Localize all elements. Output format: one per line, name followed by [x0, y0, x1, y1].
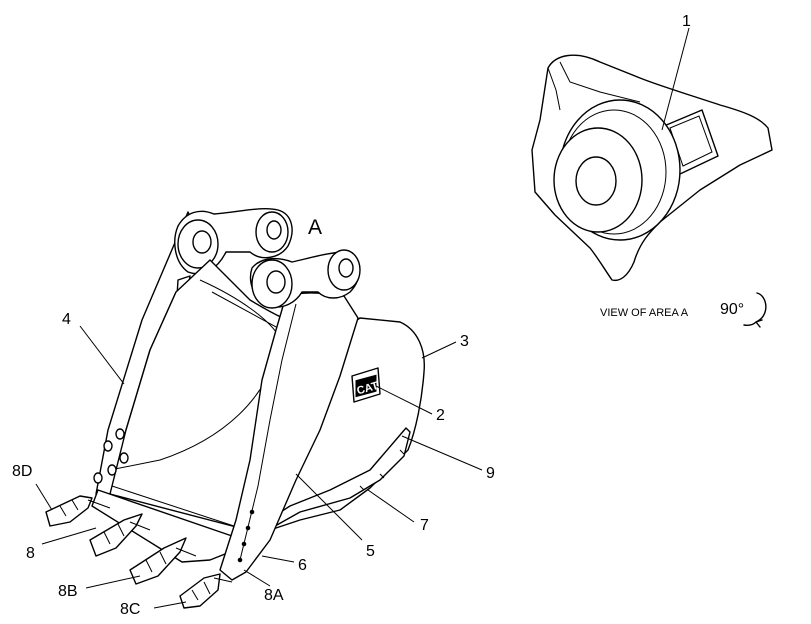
detail-housing-face: [547, 61, 641, 111]
right-side-plate: [219, 292, 359, 581]
callout-8: 8: [26, 545, 35, 562]
tooth-adapter: [87, 499, 233, 583]
callout-leader-4: [79, 325, 125, 385]
tooth-8d: [45, 495, 93, 527]
callout-leader-8a: [243, 569, 271, 587]
callout-7: 7: [420, 517, 429, 534]
callout-8b: 8B: [58, 583, 78, 600]
callout-3: 3: [460, 333, 469, 350]
cat-logo-text: CAT: [356, 380, 381, 398]
callout-4: 4: [62, 311, 71, 328]
callouts: A 2 3 4 5 6 7 8 9 8A 8B 8C 8D: [12, 216, 495, 618]
rotate-arrow-icon: [743, 292, 767, 328]
right-plate-pin: [249, 509, 255, 515]
callout-leader-7: [367, 489, 415, 523]
bucket-teeth: [45, 495, 233, 609]
left-rear-hole: [266, 220, 282, 240]
base-edge-line: [111, 485, 241, 529]
detail-housing-outline: [531, 54, 773, 282]
callout-5: 5: [366, 543, 375, 560]
callout-8c: 8C: [120, 601, 140, 618]
right-plate-pin: [241, 541, 247, 547]
wear-strip-bolts: [359, 449, 405, 491]
callout-leader-3: [421, 341, 457, 359]
right-hinge-hole: [266, 270, 286, 294]
callout-9: 9: [486, 465, 495, 482]
callout-2: 2: [436, 407, 445, 424]
left-plate-hole: [119, 452, 129, 464]
callout-leader-1: [661, 27, 690, 131]
callout-leader-8: [41, 527, 97, 545]
callout-leader-5: [295, 473, 363, 541]
detail-view-area-a: 1 VIEW OF AREA A 90°: [531, 13, 773, 328]
view-caption: VIEW OF AREA A: [600, 307, 689, 319]
callout-8a: 8A: [264, 587, 284, 604]
callout-1: 1: [682, 13, 691, 30]
callout-leader-9: [401, 435, 483, 471]
tooth-8c: [179, 573, 221, 609]
cat-logo-badge: CAT: [351, 367, 381, 403]
rotation-label: 90°: [720, 301, 744, 318]
left-plate-hole: [103, 440, 113, 452]
right-plate-pin: [237, 557, 243, 563]
side-wear-strip: [261, 427, 411, 531]
callout-6: 6: [298, 557, 307, 574]
callout-8d: 8D: [12, 463, 32, 480]
bucket-body: CAT: [91, 207, 425, 581]
right-plate-pin: [245, 525, 251, 531]
tooth-8b: [129, 537, 187, 585]
callout-leader-8c: [153, 601, 187, 609]
left-plate-hole: [93, 472, 103, 484]
callout-leader-6: [261, 555, 295, 563]
left-plate-hole: [115, 428, 125, 440]
view-letter-a: A: [308, 216, 322, 239]
callout-leader-2: [375, 385, 433, 415]
left-hinge-hole: [192, 230, 212, 254]
callout-leader-8b: [85, 575, 141, 589]
callout-leader-8d: [35, 483, 53, 511]
tooth-8: [89, 513, 143, 557]
right-rear-hole: [338, 258, 354, 278]
left-plate-hole: [107, 464, 117, 476]
detail-pin-hole: [575, 156, 617, 206]
